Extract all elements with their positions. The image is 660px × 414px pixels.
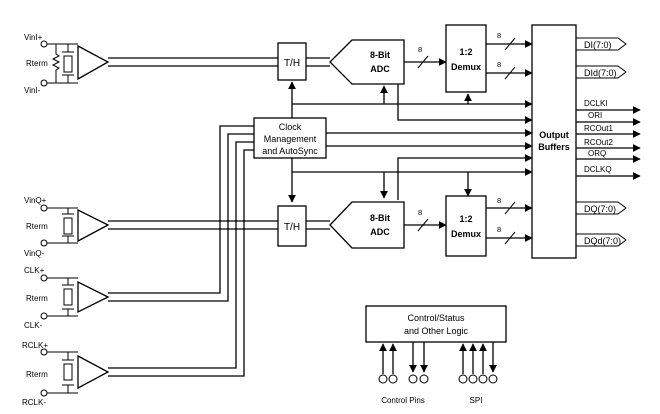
di-label: DI(7:0) [584, 40, 612, 50]
rclk-input-amplifier [77, 354, 110, 390]
control-pin-3-icon [408, 374, 418, 384]
clock-management-block [253, 117, 327, 159]
rcout1-label: RCOut1 [584, 124, 613, 133]
q-channel-input: VinQ+ VinQ- Rterm [24, 196, 278, 258]
bus-width-adc-i: 8 [418, 45, 422, 54]
output-bus-dq: DQ(7:0) [576, 201, 627, 215]
control-pins-label: Control Pins [381, 396, 425, 405]
bus-width-demux-i-2: 8 [497, 60, 501, 69]
bus-width-demux-i-1: 8 [497, 31, 501, 40]
clock-label-2: Management [264, 134, 317, 144]
orq-label: ORQ [588, 149, 606, 158]
control-pin-4-icon [419, 374, 429, 384]
control-label-2: and Other Logic [404, 326, 469, 336]
vini-minus-label: VinI- [24, 86, 41, 95]
clock-label-3: and AutoSync [262, 146, 318, 156]
rterm-label-i: Rterm [26, 59, 48, 68]
dclki-label: DCLKI [584, 99, 608, 108]
i-channel-input: VinI+ VinI- Rterm [24, 33, 278, 95]
vinq-plus-label: VinQ+ [24, 196, 47, 205]
spi-pin-2-icon [468, 374, 478, 384]
q-input-amplifier [77, 208, 110, 243]
spi-pin-1-icon [458, 374, 468, 384]
output-bus-di: DI(7:0) [576, 37, 627, 51]
th-block-q [277, 205, 307, 247]
output-buffers-label-2: Buffers [538, 142, 570, 152]
ori-label: ORI [588, 111, 602, 120]
demux-block-q [445, 195, 487, 257]
rterm-label-rclk: Rterm [26, 370, 48, 379]
vini-minus-pin-icon [40, 79, 48, 87]
output-bus-dqd: DQd(7:0) [576, 233, 627, 247]
rclk-minus-label: RCLK- [22, 398, 46, 407]
vini-plus-label: VinI+ [24, 33, 43, 42]
control-pin-2-icon [388, 374, 398, 384]
adc-label-i-1: 8-Bit [370, 50, 390, 60]
dqd-label: DQd(7:0) [584, 236, 621, 246]
rcout2-label: RCOut2 [584, 138, 613, 147]
th-label-q: T/H [284, 222, 300, 233]
rterm-label-q: Rterm [26, 222, 48, 231]
output-bus-did: DId(7:0) [576, 65, 627, 79]
rterm-label-clk: Rterm [26, 294, 48, 303]
rclk-minus-pin-icon [40, 389, 48, 397]
spi-pin-3-icon [478, 374, 488, 384]
demux-block-i [445, 24, 487, 93]
demux-label-i-2: Demux [451, 62, 481, 72]
adc-label-q-1: 8-Bit [370, 213, 390, 223]
demux-label-q-2: Demux [451, 229, 481, 239]
demux-label-q-1: 1:2 [459, 214, 472, 224]
spi-pin-4-icon [488, 374, 498, 384]
output-buffers-block [531, 24, 577, 259]
clk-input-amplifier [77, 280, 110, 314]
th-block-i [277, 42, 307, 81]
th-label-i: T/H [284, 58, 300, 69]
demux-label-i-1: 1:2 [459, 47, 472, 57]
adc-label-i-2: ADC [370, 64, 390, 74]
rclk-input: RCLK+ RCLK- Rterm [22, 141, 254, 407]
control-status-block [365, 305, 507, 343]
bus-width-demux-q-2: 8 [497, 225, 501, 234]
output-buffers-label-1: Output [539, 130, 569, 140]
clk-plus-pin-icon [40, 274, 48, 282]
clock-label-1: Clock [279, 122, 302, 132]
did-label: DId(7:0) [584, 68, 617, 78]
bus-width-adc-q: 8 [418, 208, 422, 217]
spi-label: SPI [470, 396, 483, 405]
dq-label: DQ(7:0) [584, 204, 616, 214]
clk-input: CLK+ CLK- Rterm [24, 125, 254, 330]
i-input-amplifier [77, 44, 110, 81]
clk-plus-label: CLK+ [24, 266, 45, 275]
vinq-minus-label: VinQ- [24, 249, 45, 258]
clk-minus-pin-icon [40, 312, 48, 320]
adc-block-i [329, 39, 405, 85]
vinq-minus-pin-icon [40, 239, 48, 247]
adc-block-q [329, 201, 405, 249]
vinq-plus-pin-icon [40, 204, 48, 212]
control-label-1: Control/Status [407, 313, 465, 323]
dclkq-label: DCLKQ [584, 165, 612, 174]
rclk-plus-label: RCLK+ [22, 341, 48, 350]
bus-width-demux-q-1: 8 [497, 196, 501, 205]
control-pin-1-icon [378, 374, 388, 384]
clk-minus-label: CLK- [24, 321, 43, 330]
adc-label-q-2: ADC [370, 227, 390, 237]
